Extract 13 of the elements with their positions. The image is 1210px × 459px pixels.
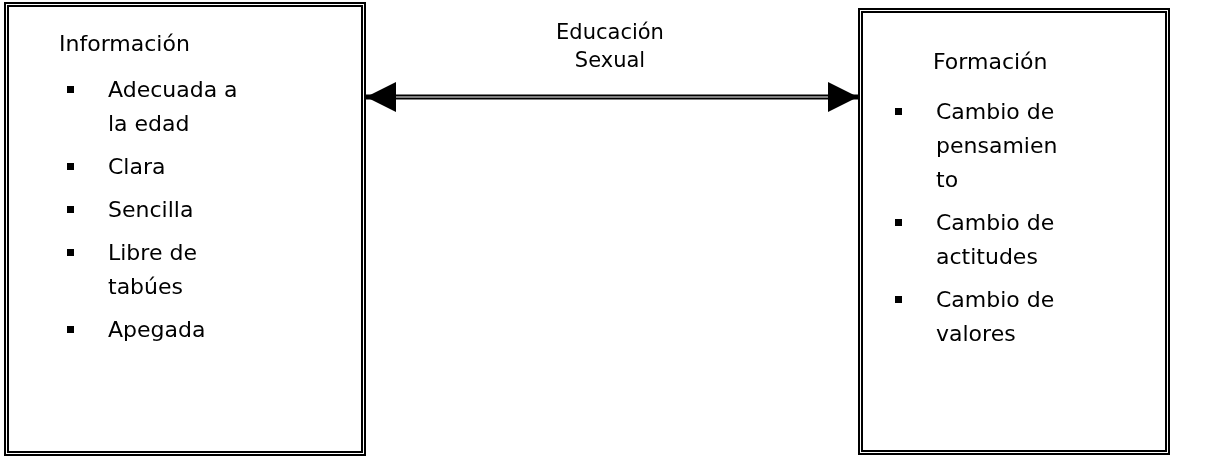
text-box: [4, 2, 366, 456]
box-heading: Información: [59, 30, 190, 58]
bullet-text: Cambio de valores: [936, 286, 1056, 348]
bullet-text: Libre de tabúes: [108, 239, 198, 301]
double-arrow: [366, 82, 858, 112]
bullet-text: Clara: [108, 153, 167, 181]
bullet-text: Adecuada a la edad: [108, 76, 239, 138]
box-heading: Formación: [933, 48, 1048, 76]
bullet-text: Cambio de actitudes: [936, 209, 1056, 271]
bullet-text: Sencilla: [108, 196, 195, 224]
bullet-text: Apegada: [108, 316, 207, 344]
text-box: [858, 8, 1170, 455]
bullet-text: Cambio de pensamiento: [936, 98, 1059, 194]
